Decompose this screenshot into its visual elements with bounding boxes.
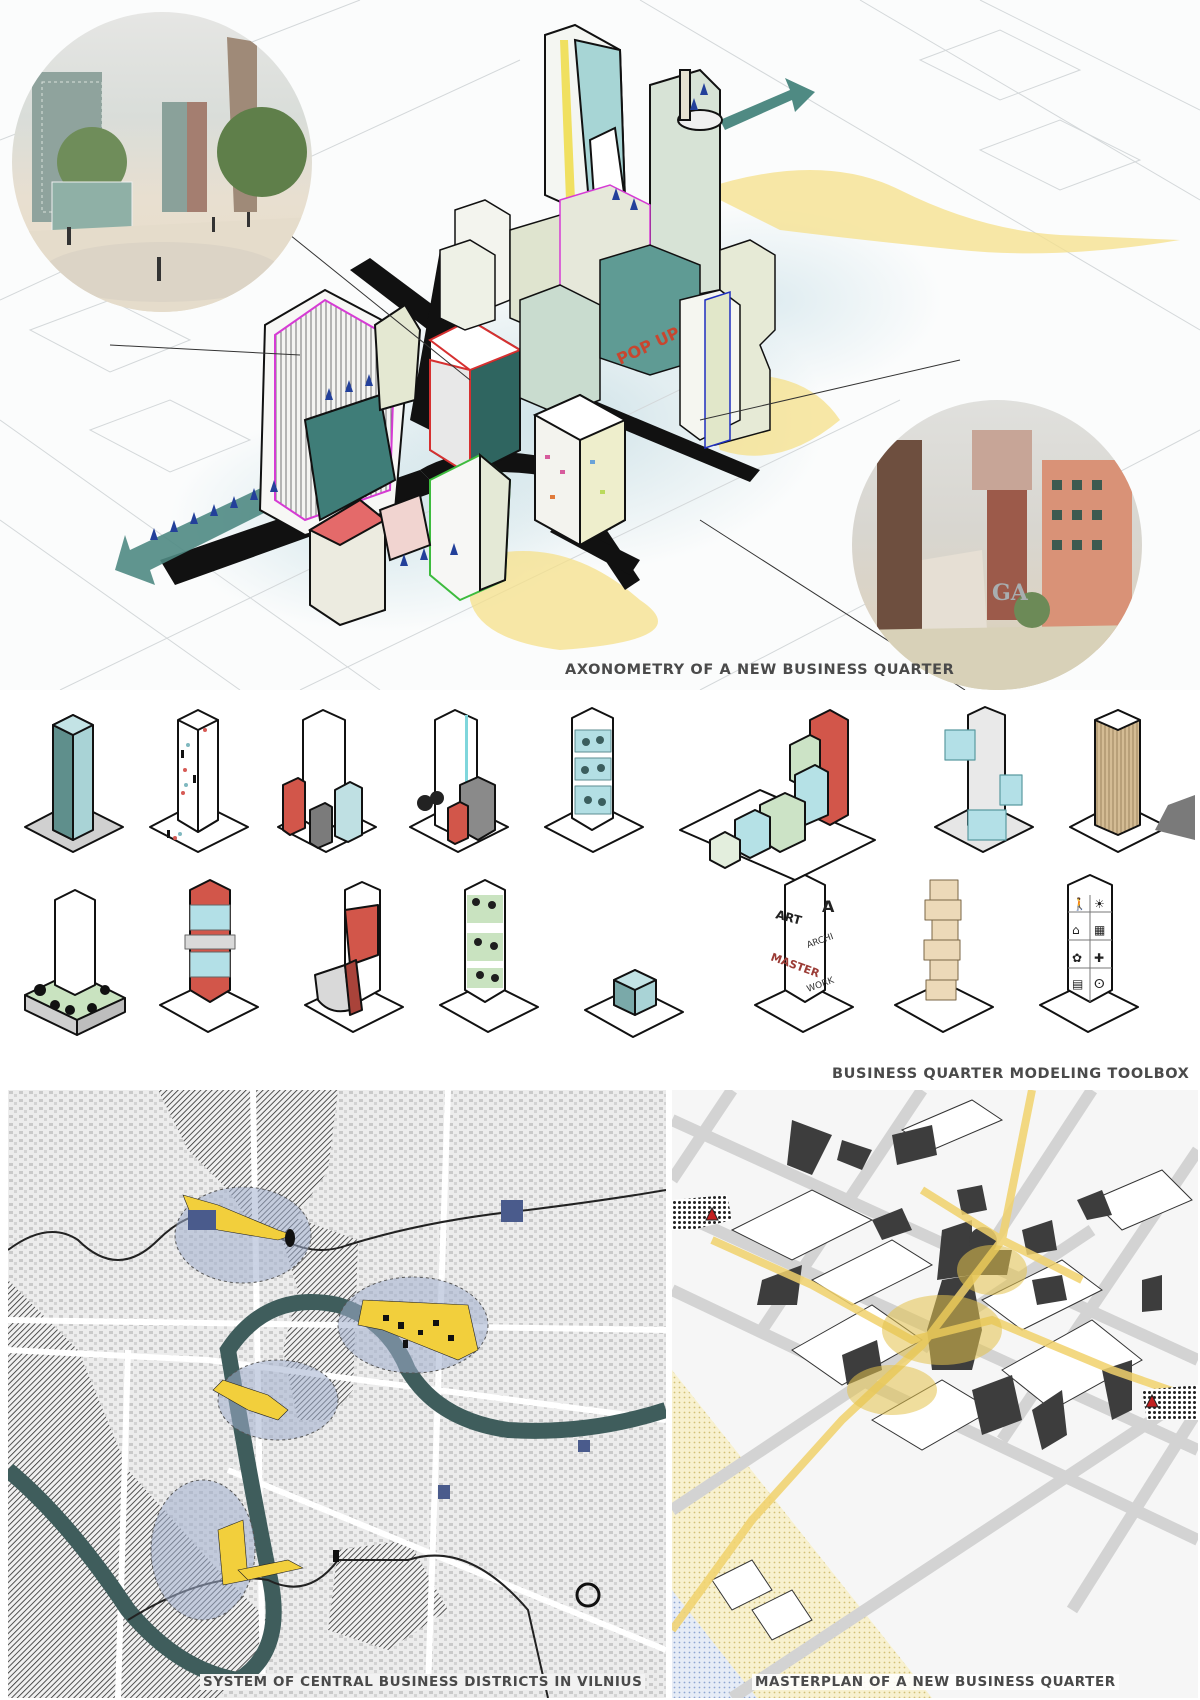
townhouse-icon: ▦ xyxy=(1094,923,1105,937)
paw-icon: ✿ xyxy=(1072,951,1082,965)
sunbathing-icon: ☀ xyxy=(1094,897,1105,911)
vilnius-districts-map: SYSTEM OF CENTRAL BUSINESS DISTRICTS IN … xyxy=(8,1090,666,1698)
axonometry-caption: AXONOMETRY OF A NEW BUSINESS QUARTER xyxy=(565,662,955,678)
restaurant-icon: ⵙ xyxy=(1094,977,1105,991)
districts-map-caption: SYSTEM OF CENTRAL BUSINESS DISTRICTS IN … xyxy=(200,1674,646,1690)
toolbox-caption: BUSINESS QUARTER MODELING TOOLBOX xyxy=(832,1066,1190,1082)
walking-person-icon: 🚶 xyxy=(1072,897,1087,911)
street-render-right: GA xyxy=(852,400,1142,690)
metro-marker-west xyxy=(705,1206,719,1221)
axonometry-drawing: POP UP xyxy=(0,0,1200,690)
masterplan-map: MASTERPLAN OF A NEW BUSINESS QUARTER xyxy=(672,1090,1198,1698)
letter-a: A xyxy=(822,897,835,916)
house-icon: ⌂ xyxy=(1072,923,1080,937)
toolbox-drawing: ART A ARCHI MASTER WORK xyxy=(24,706,1195,1038)
shop-icon: ▤ xyxy=(1072,977,1083,991)
letter-art: ART xyxy=(774,907,804,928)
street-render-left xyxy=(12,12,312,312)
hospital-icon: ✚ xyxy=(1094,951,1104,965)
axonometry-panel: POP UP xyxy=(0,0,1200,690)
modeling-toolbox-panel: ART A ARCHI MASTER WORK xyxy=(0,690,1200,1090)
masterplan-caption: MASTERPLAN OF A NEW BUSINESS QUARTER xyxy=(752,1674,1119,1690)
svg-text:GA: GA xyxy=(992,580,1029,606)
metro-marker-east xyxy=(1145,1393,1159,1408)
tool-tower-teal xyxy=(24,714,124,853)
